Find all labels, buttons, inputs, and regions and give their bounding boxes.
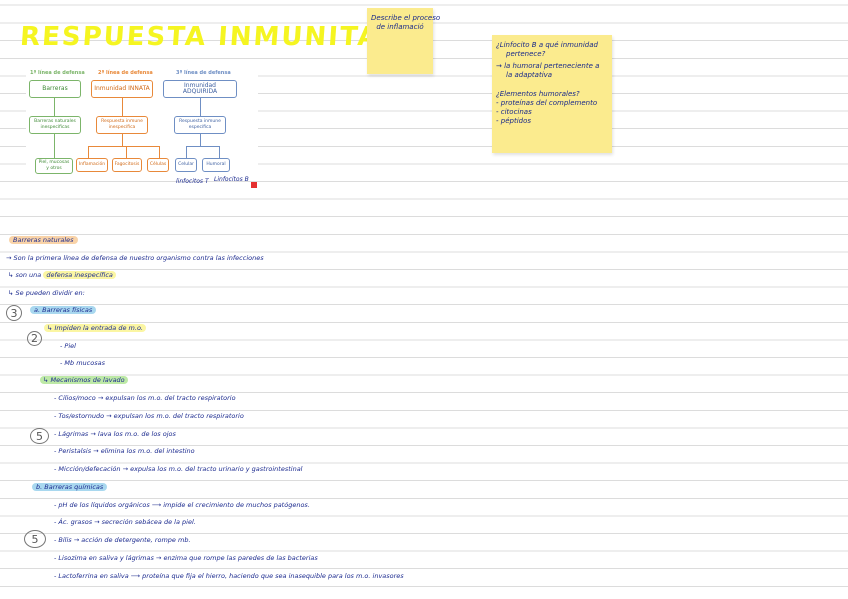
sticky-note-line: ¿Linfocito B a qué inmunidad (496, 41, 598, 49)
highlight-mecanismos: ↳ Mecanismos de lavado (40, 376, 128, 384)
chem-item: - pH de los líquidos orgánicos ⟶ impide … (54, 501, 310, 509)
note-line: ↳ Impiden la entrada de m.o. (44, 324, 146, 332)
diagram-leaf-inflamacion: Inflamación (76, 158, 108, 172)
diagram-connector (122, 134, 123, 146)
diagram-note-linfocitos-b: Linfocitos B (214, 176, 249, 183)
diagram-leaf-humoral: Humoral (202, 158, 230, 172)
diagram-connector (159, 146, 160, 158)
note-line: - Mb mucosas (60, 359, 105, 367)
circled-number: 5 (24, 530, 46, 548)
note-line: ↳ son una defensa inespecífica (8, 271, 116, 279)
sticky-note-line: - proteínas del complemento (496, 99, 598, 107)
diagram-sub-barreras: Barreras naturales inespecíficas (29, 116, 81, 134)
highlight-impiden: ↳ Impiden la entrada de m.o. (44, 324, 146, 332)
section-title: Barreras naturales (9, 236, 78, 244)
diagram-leaf-celulas: Células (147, 158, 169, 172)
chem-item: - Lisozima en saliva y lágrimas → enzima… (54, 554, 318, 562)
sticky-note-line: - citocinas (496, 108, 532, 116)
diagram-connector (200, 134, 201, 146)
highlight-inespecifica: defensa inespecífica (43, 271, 116, 279)
diagram-note-linfocitos-t: linfocitos T (176, 178, 209, 185)
diagram-connector (54, 98, 55, 116)
diagram-box-barreras: Barreras (29, 80, 81, 98)
chem-item: - Bilis → acción de detergente, rompe mb… (54, 536, 191, 544)
sticky-note-line: pertenece? (506, 50, 546, 58)
diagram-leaf-celular: Celular (175, 158, 197, 172)
sticky-note-line: → la humoral perteneciente a (496, 62, 600, 70)
mech-item: - Lágrimas → lava los m.o. de los ojos (54, 430, 176, 438)
diagram-box-innata: Inmunidad INNATA (91, 80, 153, 98)
diagram-connector (186, 146, 220, 147)
diagram-connector (54, 134, 55, 158)
diagram-connector (219, 146, 220, 158)
physical-barriers-heading: a. Barreras físicas (30, 306, 97, 314)
diagram-sub-innata: Respuesta inmune inespecífica (96, 116, 148, 134)
diagram-heading-2: 2ª línea de defensa (98, 70, 153, 76)
diagram-connector (88, 146, 89, 158)
circled-number: 2 (27, 331, 42, 346)
mech-item: - Micción/defecación → expulsa los m.o. … (54, 465, 303, 473)
sticky-note-lymphocyte[interactable]: ¿Linfocito B a qué inmunidad pertenece? … (492, 35, 612, 153)
circled-number: 5 (30, 428, 49, 444)
diagram-connector (88, 146, 160, 147)
diagram-sub-adquirida: Respuesta inmune específica (174, 116, 226, 134)
chem-item: - Lactoferrina en saliva ⟶ proteína que … (54, 572, 404, 580)
note-line: - Piel (60, 342, 76, 350)
diagram-leaf-fagocitosis: Fagocitosis (112, 158, 142, 172)
circled-number: 3 (6, 305, 22, 321)
chem-item: - Ác. grasos → secreción sebácea de la p… (54, 518, 196, 526)
sticky-note-line: - péptidos (496, 117, 532, 125)
defense-lines-diagram: 1ª línea de defensa 2ª línea de defensa … (26, 66, 258, 176)
mech-item: - Peristalsis → elimina los m.o. del int… (54, 447, 195, 455)
diagram-heading-3: 3ª línea de defensa (176, 70, 231, 76)
note-text: ↳ son una (8, 271, 42, 279)
diagram-connector (200, 98, 201, 116)
sticky-note-line: la adaptativa (506, 71, 553, 79)
sticky-note-line: Describe el proceso (371, 14, 441, 22)
red-marker (251, 182, 257, 188)
chemical-barriers-heading: b. Barreras químicas (32, 483, 108, 491)
diagram-heading-1: 1ª línea de defensa (30, 70, 85, 76)
mech-item: - Cilios/moco → expulsan los m.o. del tr… (54, 394, 236, 402)
sticky-note-line: ¿Elementos humorales? (496, 90, 580, 98)
diagram-connector (186, 146, 187, 158)
sticky-note-line: de inflamació (376, 23, 424, 31)
diagram-connector (122, 98, 123, 116)
note-line: ↳ Mecanismos de lavado (40, 376, 128, 384)
mech-item: - Tos/estornudo → expulsan los m.o. del … (54, 412, 244, 420)
note-line: ↳ Se pueden dividir en: (8, 289, 85, 297)
diagram-box-adquirida: Inmunidad ADQUIRIDA (163, 80, 237, 98)
sticky-note-inflammation[interactable]: Describe el proceso de inflamació (367, 8, 441, 74)
intro-line: → Son la primera línea de defensa de nue… (6, 254, 264, 262)
diagram-leaf-piel: Piel, mucosas y otros (35, 158, 73, 174)
diagram-connector (126, 146, 127, 158)
